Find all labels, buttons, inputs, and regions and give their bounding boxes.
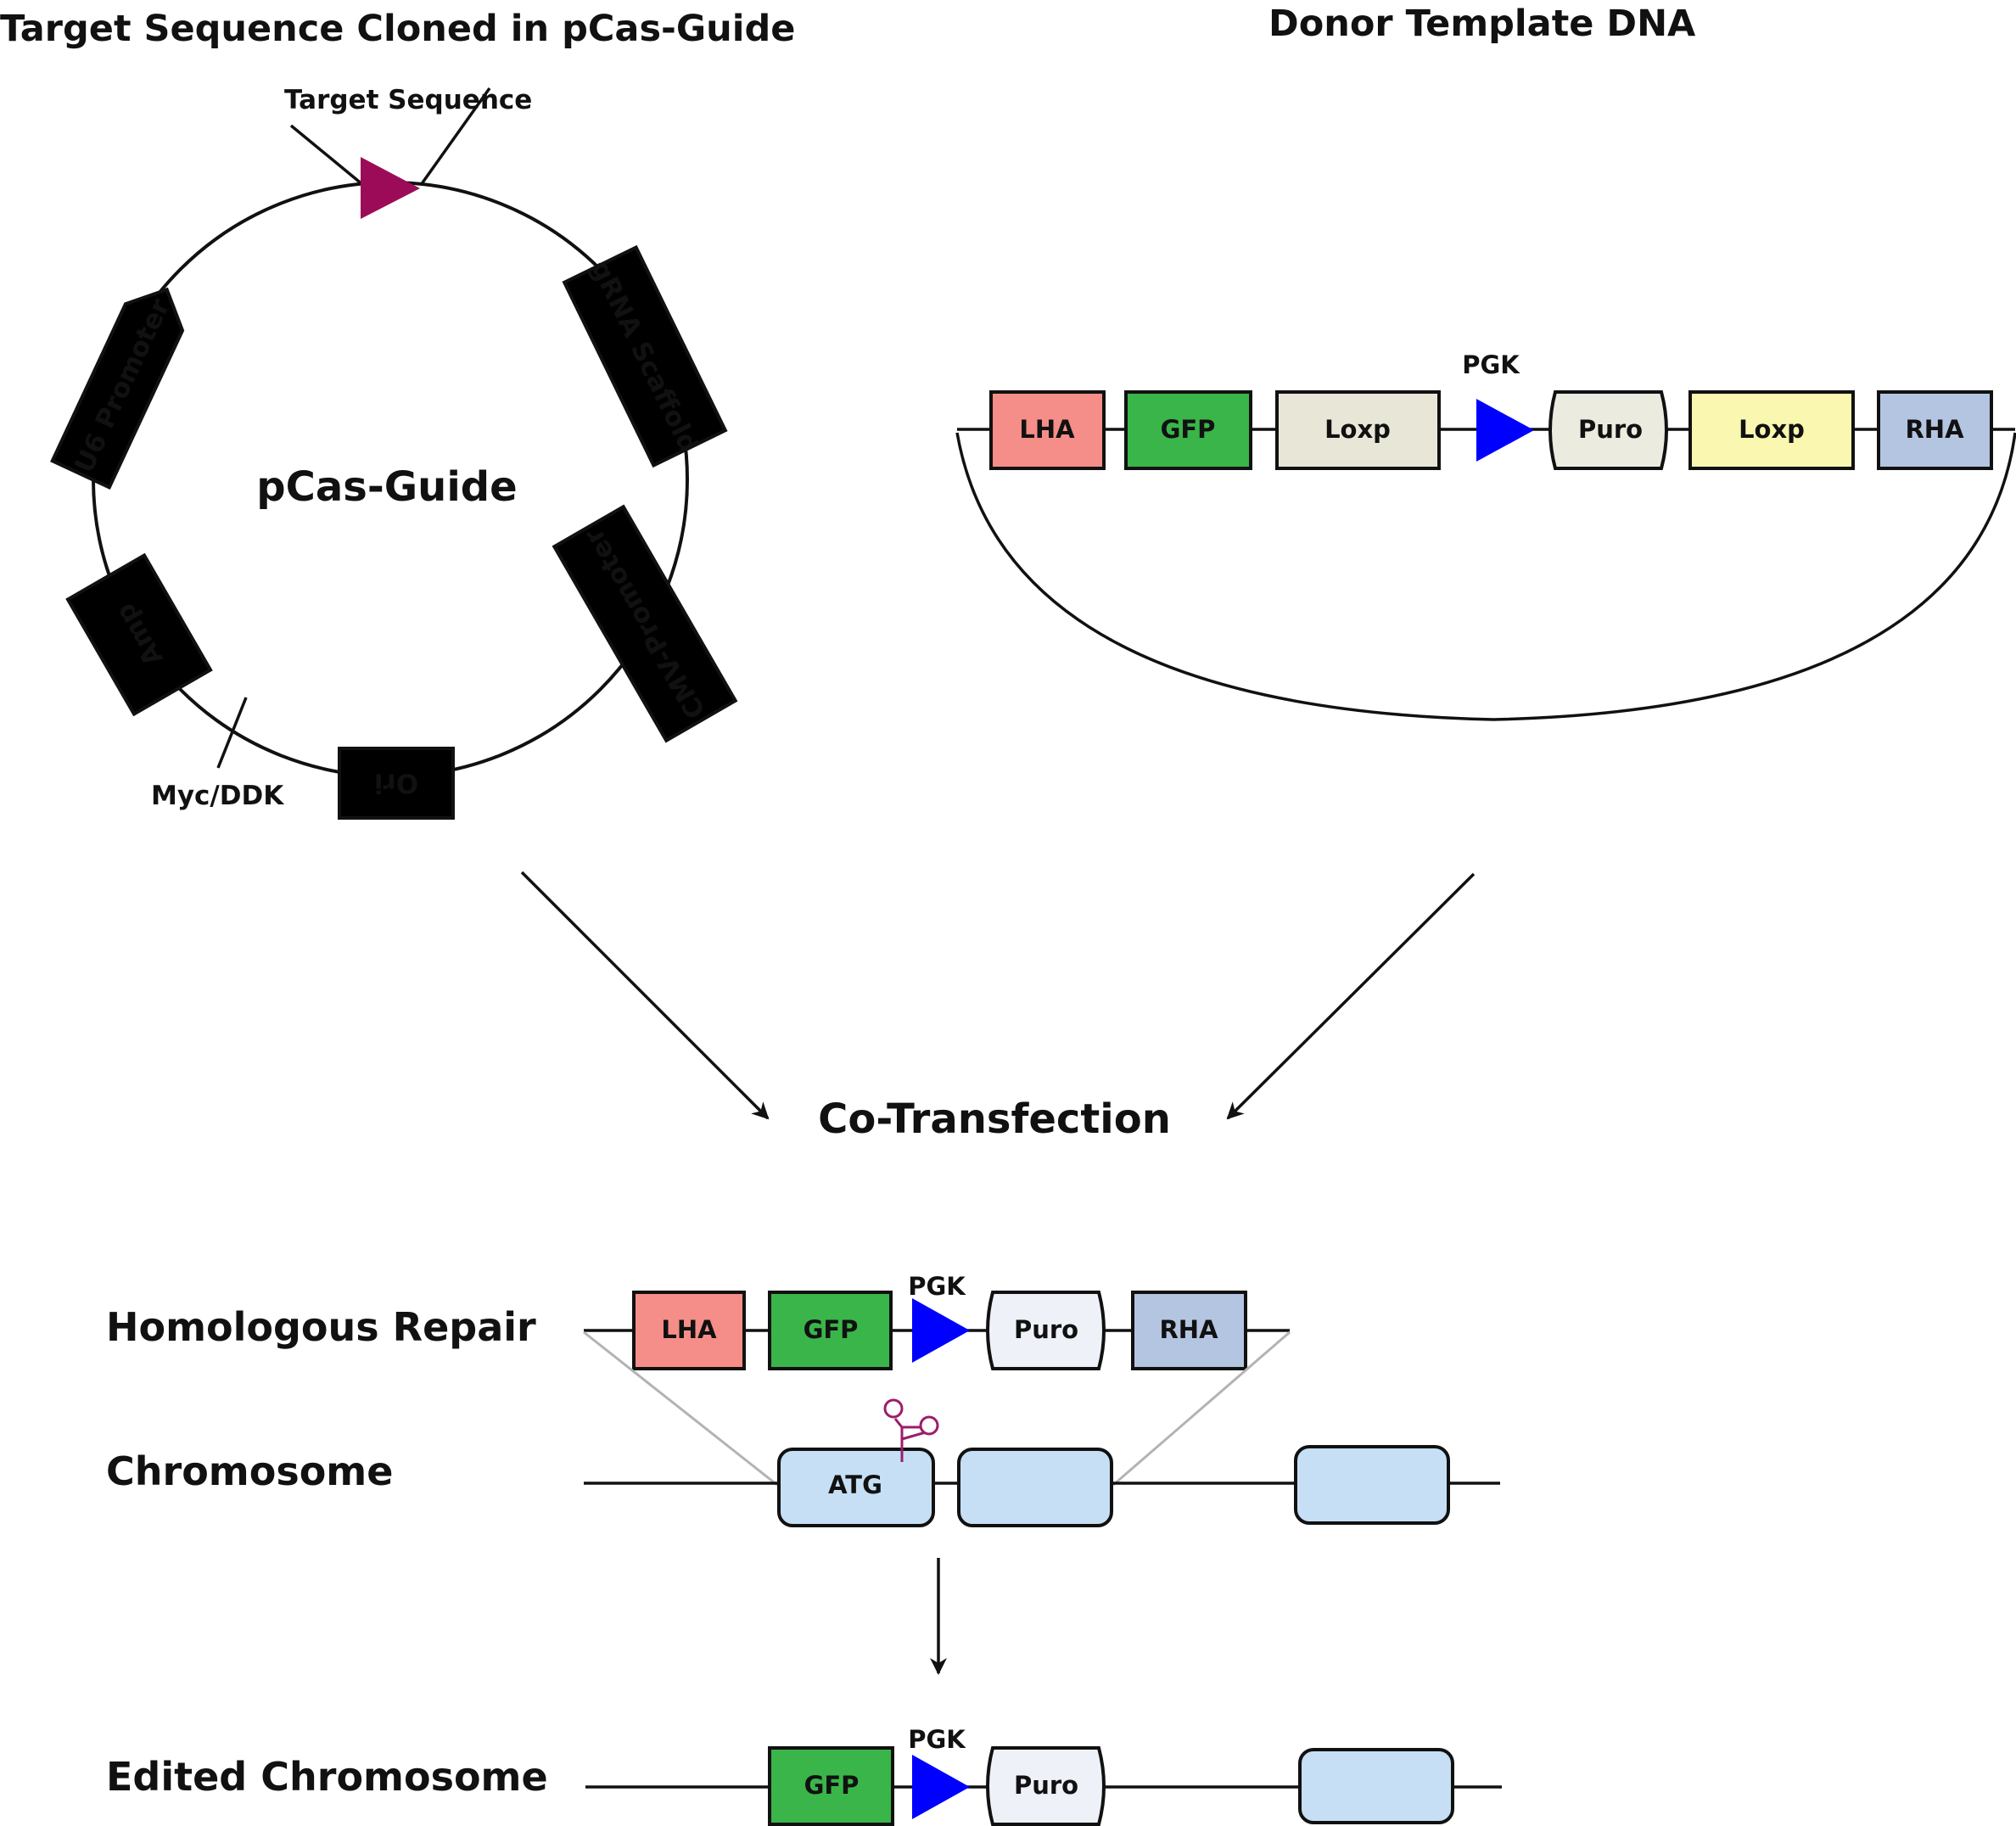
repair-puro-label: Puro: [1014, 1315, 1078, 1344]
donor-gfp-box: [1124, 390, 1252, 470]
edited-pgk-label: PGK: [908, 1725, 966, 1754]
plasmid-name: pCas-Guide: [256, 463, 517, 511]
donor-rha-label: RHA: [1905, 415, 1964, 444]
ori-box: [338, 747, 455, 820]
plasmid-map: Target Sequence U6 Promoter gRNA Scaffol…: [50, 85, 738, 820]
exon-3: [1294, 1445, 1450, 1525]
donor-lha-label: LHA: [1019, 415, 1075, 444]
u6-promoter-box: [50, 287, 185, 490]
edited-gfp-box: [768, 1746, 894, 1826]
arrow-plasmid-to-cotransfection: [520, 871, 770, 1120]
donor-puro-label: Puro: [1578, 415, 1643, 444]
repair-rha-label: RHA: [1159, 1315, 1218, 1344]
cmv-promoter-box: [552, 504, 738, 743]
scissors-icon: [883, 1398, 939, 1462]
target-triangle: [361, 157, 420, 219]
repair-pgk-label: PGK: [908, 1272, 966, 1301]
donor-loxp-1-box: [1275, 390, 1441, 470]
u6-promoter-feature: U6 Promoter: [50, 287, 185, 490]
plasmid-panel-title: Target Sequence Cloned in pCas-Guide: [0, 8, 795, 50]
repair-lha-box: [632, 1291, 746, 1370]
repair-construct: LHA GFP PGK Puro RHA: [584, 1272, 1290, 1370]
repair-gfp-box: [768, 1291, 893, 1370]
donor-template: LHA GFP Loxp PGK Puro Loxp RHA: [955, 350, 2016, 721]
donor-panel-title: Donor Template DNA: [1268, 3, 1696, 45]
target-sequence-label: Target Sequence: [284, 85, 532, 115]
exon-2: [957, 1448, 1113, 1527]
chromosome-track: ATG: [584, 1445, 1500, 1527]
target-sequence-marker: [289, 87, 491, 219]
grna-scaffold-box: [562, 244, 728, 468]
crossover-line-left: [583, 1330, 778, 1487]
cotransfection-label: Co-Transfection: [818, 1095, 1171, 1143]
donor-loxp-2-label: Loxp: [1739, 415, 1805, 444]
amp-feature: Amp: [65, 552, 213, 717]
ori-feature: Ori: [338, 747, 455, 820]
repair-puro-box: [986, 1291, 1106, 1370]
amp-box: [65, 552, 213, 717]
exon-1-atg: [777, 1448, 935, 1527]
edited-pgk-triangle: [912, 1755, 970, 1819]
donor-rha-box: [1877, 390, 1993, 470]
repair-gfp-label: GFP: [804, 1315, 859, 1344]
crossover-line-right: [1112, 1330, 1291, 1487]
myc-ddk-tick: [216, 697, 248, 769]
donor-gfp-label: GFP: [1161, 415, 1216, 444]
edited-chromosome-track: GFP PGK Puro: [585, 1725, 1502, 1826]
homologous-repair-label: Homologous Repair: [106, 1304, 536, 1350]
exon-1-label: ATG: [828, 1470, 882, 1499]
ori-label: Ori: [374, 768, 418, 798]
donor-loxp-2-box: [1688, 390, 1855, 470]
chromosome-label: Chromosome: [106, 1448, 393, 1494]
edited-gfp-label: GFP: [804, 1771, 860, 1800]
myc-ddk-label: Myc/DDK: [151, 781, 284, 811]
repair-lha-label: LHA: [661, 1315, 717, 1344]
edited-puro-box: [986, 1746, 1106, 1826]
edited-exon-3: [1298, 1748, 1454, 1824]
repair-rha-box: [1131, 1291, 1247, 1370]
edited-chromosome-label: Edited Chromosome: [106, 1754, 548, 1800]
donor-pgk-triangle: [1476, 399, 1534, 462]
repair-pgk-triangle: [912, 1298, 970, 1363]
donor-lha-box: [989, 390, 1106, 470]
edited-puro-label: Puro: [1014, 1771, 1078, 1800]
donor-puro-box: [1548, 390, 1668, 470]
donor-pgk-label: PGK: [1462, 350, 1520, 379]
arrow-donor-to-cotransfection: [1226, 872, 1476, 1120]
grna-scaffold-feature: gRNA Scaffold: [562, 244, 728, 468]
donor-loxp-1-label: Loxp: [1324, 415, 1391, 444]
